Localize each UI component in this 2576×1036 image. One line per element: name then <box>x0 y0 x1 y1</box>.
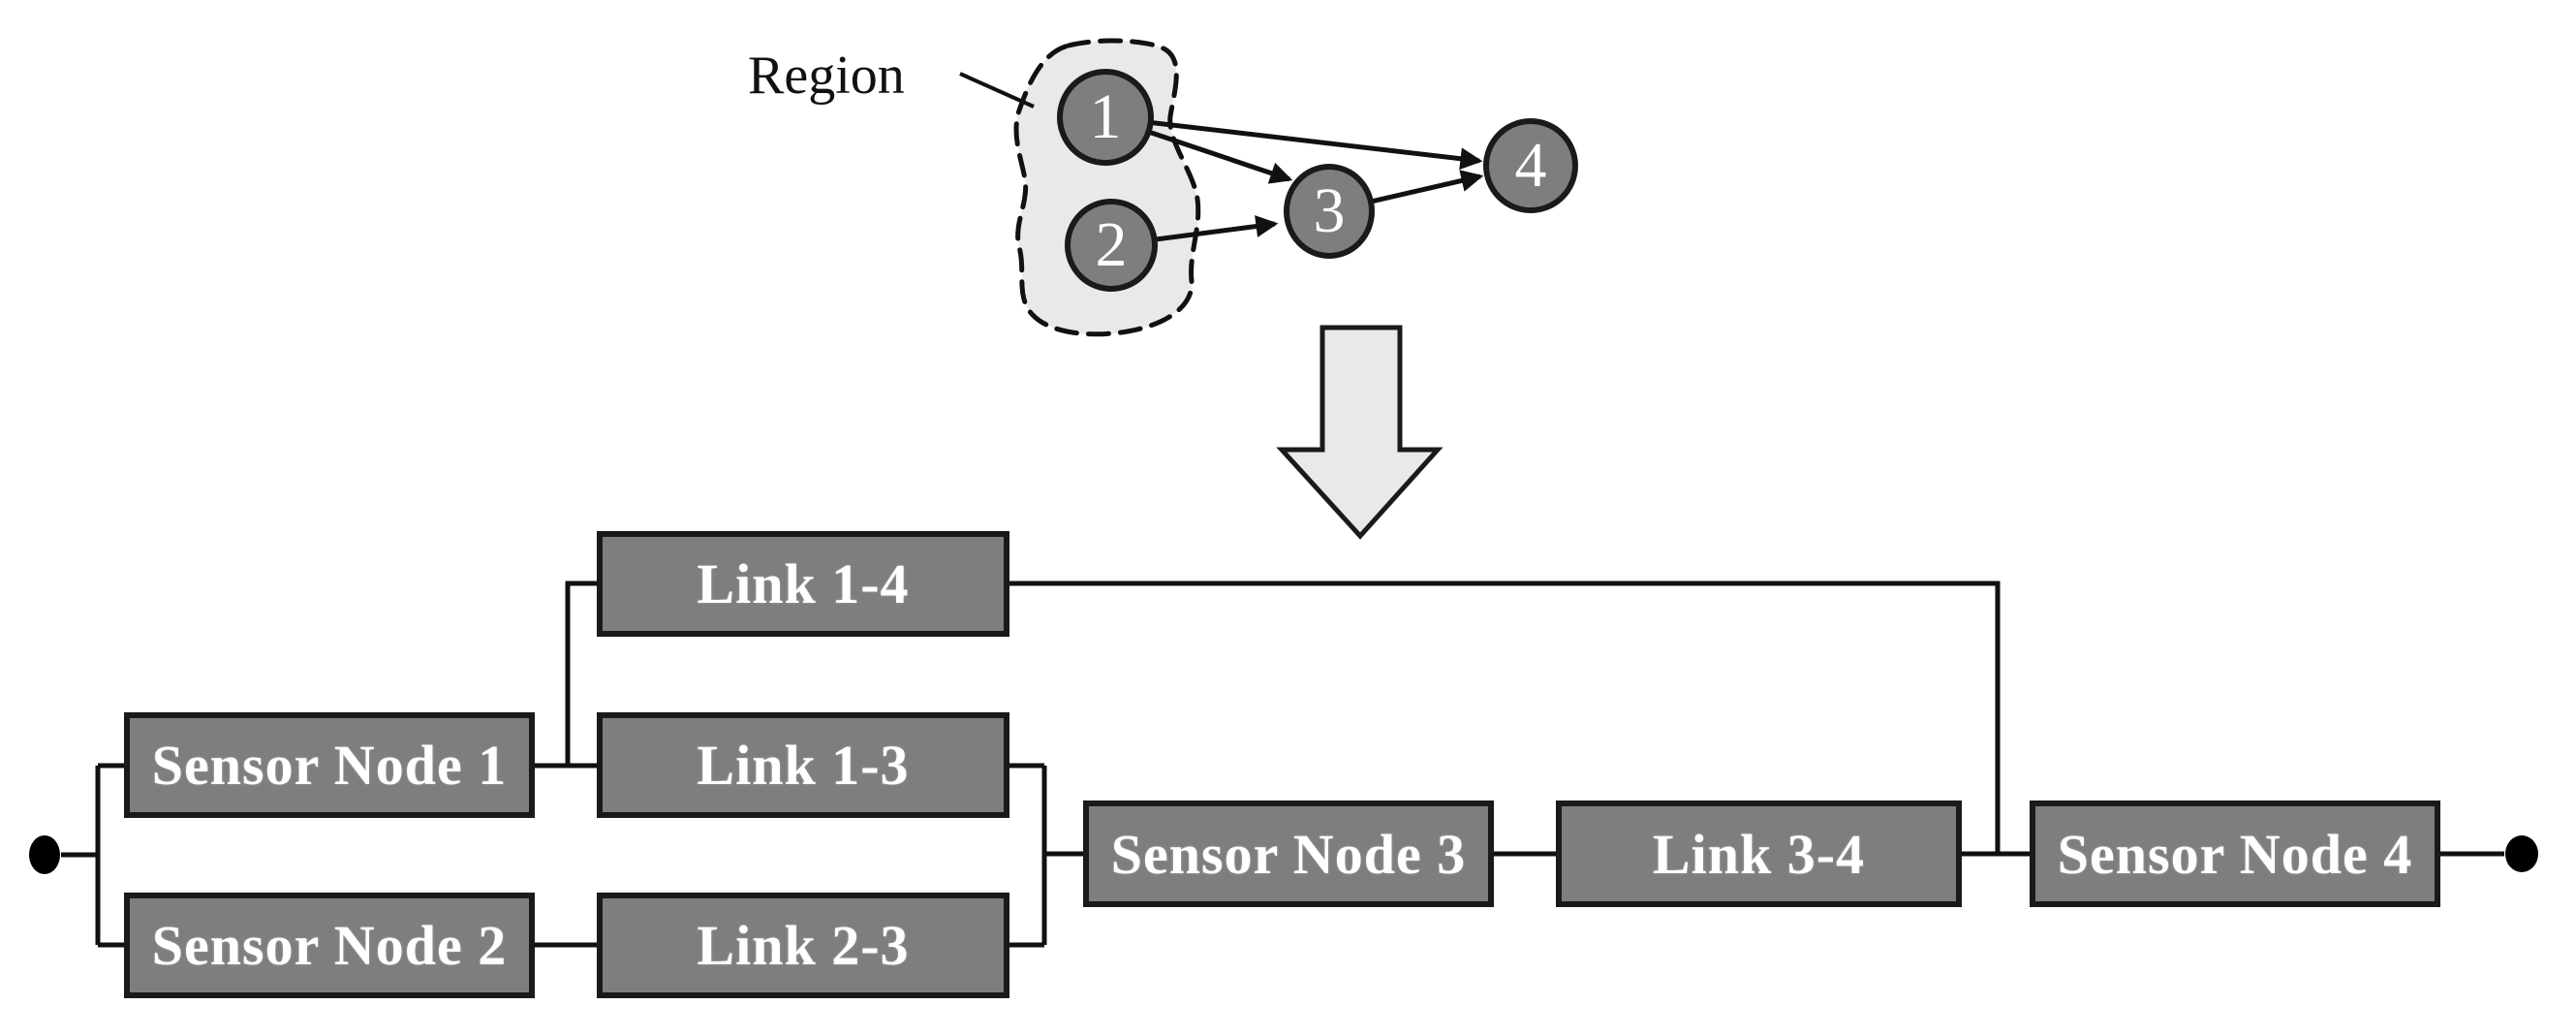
end-terminal-dot <box>2505 835 2538 872</box>
block-link-1-3: Link 1-3 <box>597 712 1009 818</box>
region-pointer-line <box>959 72 1035 109</box>
edge-1-4 <box>1104 114 1483 171</box>
block-diagram-connectors <box>61 581 2504 948</box>
block-sensor-node-2: Sensor Node 2 <box>124 893 535 998</box>
graph-node-3: 3 <box>1284 164 1375 259</box>
block-sensor-node-1: Sensor Node 1 <box>124 712 535 818</box>
block-sensor-node-4: Sensor Node 4 <box>2030 801 2440 907</box>
block-link-2-3: Link 2-3 <box>597 893 1009 998</box>
block-link-3-4: Link 3-4 <box>1556 801 1962 907</box>
start-terminal-dot <box>29 835 60 874</box>
graph-node-2: 2 <box>1065 199 1158 292</box>
block-sensor-node-3: Sensor Node 3 <box>1083 801 1494 907</box>
region-label: Region <box>748 46 905 106</box>
transform-down-arrow-icon <box>1276 325 1443 540</box>
graph-node-1: 1 <box>1057 69 1154 166</box>
graph-node-4: 4 <box>1483 118 1578 213</box>
block-link-1-4: Link 1-4 <box>597 531 1009 637</box>
